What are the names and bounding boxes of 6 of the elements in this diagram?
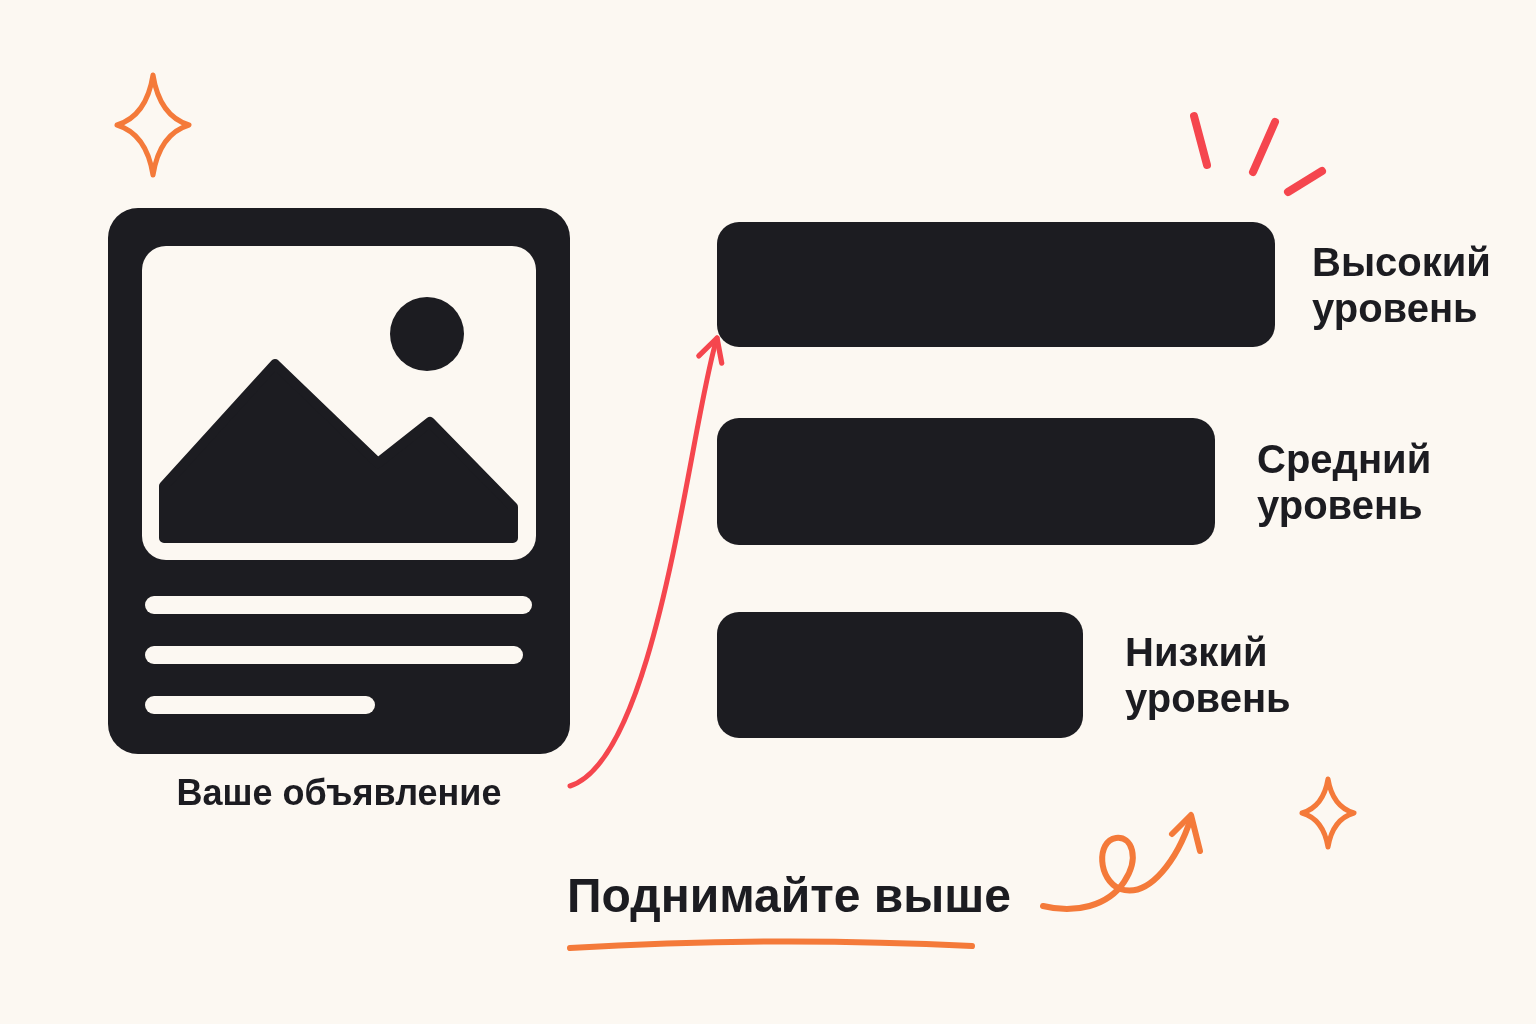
caption-text: Ваше объявление [175, 772, 503, 814]
level-label: Высокий уровень [1312, 238, 1492, 331]
slogan-text: Поднимайте выше [567, 868, 1011, 924]
level-label: Средний уровень [1257, 435, 1433, 528]
level-label: Низкий уровень [1125, 629, 1292, 721]
curved-arrow [567, 335, 726, 789]
